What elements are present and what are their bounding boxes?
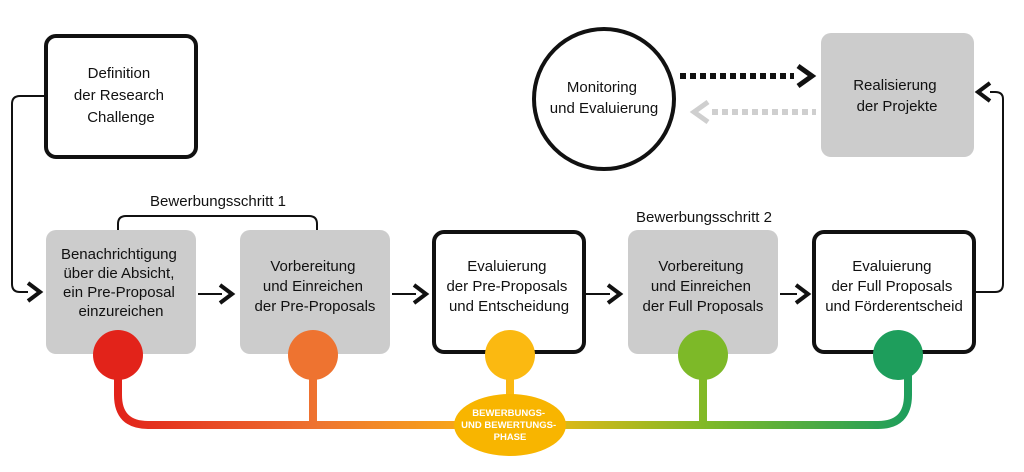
benachrichtigung-text: Benachrichtigung über die Absicht, ein P… [61,246,181,320]
arrow-to-realisierung-icon [974,81,992,103]
arrow-3-icon [606,283,624,305]
evaluierung-full-text: Evaluierung der Full Proposals und Förde… [825,258,963,315]
realisierung-connector [976,91,1004,293]
vorbereitung-full-box [628,230,778,354]
schritt1-label: Bewerbungsschritt 1 [150,193,286,210]
dot-green [678,330,728,380]
monitoring-circle [532,27,676,171]
monitoring-text: Monitoring und Evaluierung [550,79,658,117]
feedback-arrows [680,63,817,125]
phase-badge-text: BEWERBUNGS- UND BEWERTUNGS- PHASE [461,408,559,443]
vorbereitung-pre-box [240,230,390,354]
vorbereitung-full-text: Vorbereitung und Einreichen der Full Pro… [643,258,764,315]
definition-connector [11,95,48,293]
arrow-4-icon [794,283,812,305]
dot-red [93,330,143,380]
dot-orange [288,330,338,380]
dotted-arrow-left-icon [689,99,710,125]
realisierung-box [821,33,974,157]
definition-text: Definition der Research Challenge [74,65,168,126]
vorbereitung-pre-text: Vorbereitung und Einreichen der Pre-Prop… [255,258,376,315]
dot-dark-green [873,330,923,380]
benachrichtigung-box [46,230,196,354]
schritt1-bracket [117,215,318,230]
arrow-2-icon [412,283,430,305]
dotted-arrow-right-icon [796,63,817,89]
dot-yellow [485,330,535,380]
arrow-1-icon [218,283,236,305]
evaluierung-pre-text: Evaluierung der Pre-Proposals und Entsch… [446,258,571,315]
arrow-to-benachrichtigung-icon [26,281,44,303]
phase-badge [454,394,566,456]
definition-box [44,34,198,159]
schritt2-label: Bewerbungsschritt 2 [636,209,772,226]
flow-arrows [198,283,812,305]
realisierung-text: Realisierung der Projekte [853,77,941,115]
